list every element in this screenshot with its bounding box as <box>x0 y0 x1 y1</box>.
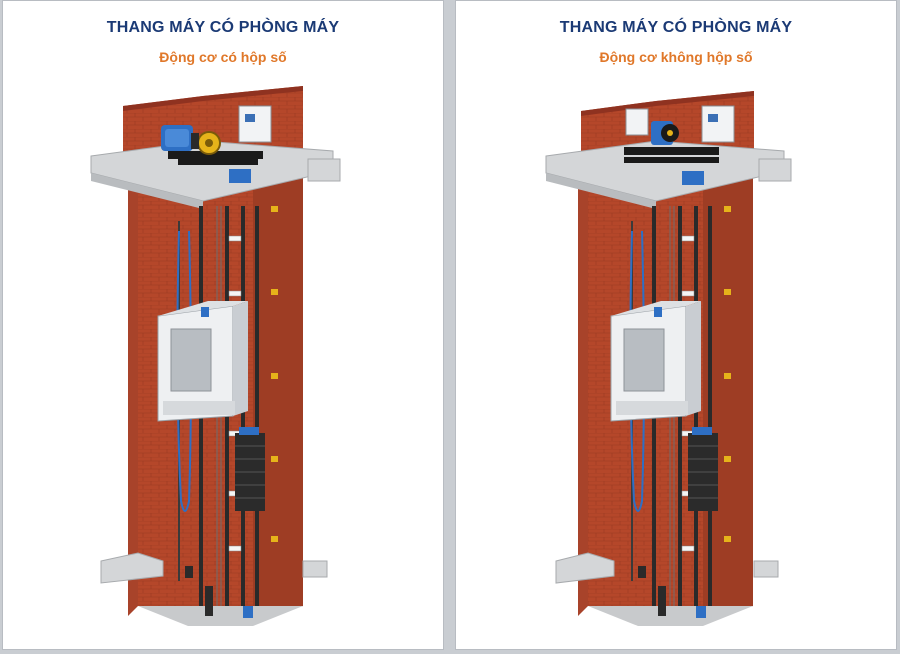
elevator-cabin-icon <box>157 301 248 422</box>
counterweight-icon <box>688 427 718 511</box>
panel-title: THANG MÁY CÓ PHÒNG MÁY <box>559 19 793 36</box>
gearless-motor-icon <box>651 121 679 145</box>
panel-geared: THANG MÁY CÓ PHÒNG MÁY Động cơ có hộp số <box>2 0 444 650</box>
counterweight-icon <box>235 427 265 511</box>
geared-motor-icon <box>161 125 221 155</box>
panel-gearless: THANG MÁY CÓ PHÒNG MÁY Động cơ không hộp… <box>455 0 897 650</box>
panel-title: THANG MÁY CÓ PHÒNG MÁY <box>106 19 340 36</box>
panel-subtitle: Động cơ có hộp số <box>159 49 287 65</box>
shaft-side-wall <box>253 166 303 621</box>
elevator-cabin-icon <box>610 301 701 422</box>
panel-subtitle: Động cơ không hộp số <box>599 49 753 65</box>
elevator-shaft-diagram <box>545 91 792 626</box>
control-cabinet-icon <box>701 105 735 143</box>
control-cabinet-icon <box>238 105 272 143</box>
elevator-shaft-diagram <box>90 86 341 626</box>
